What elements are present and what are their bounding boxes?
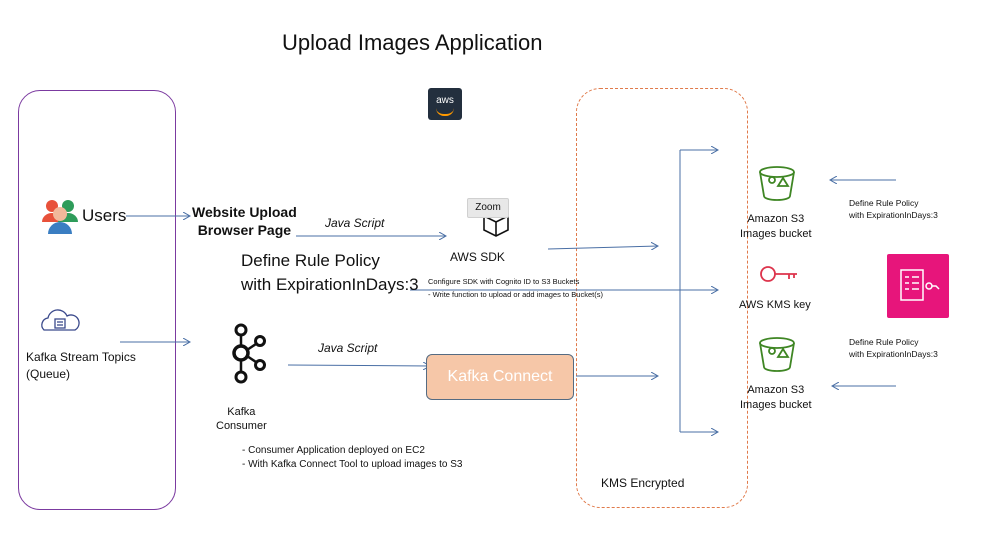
s3-bottom-line2: Images bucket [740,399,812,411]
website-line1: Website Upload [192,204,297,220]
s3-top-line1: Amazon S3 [747,213,805,225]
java-script-label-bottom: Java Script [318,341,378,355]
cloud-queue-icon [41,309,80,331]
aws-sdk-label: AWS SDK [450,250,505,264]
s3-bucket-top-icon [759,166,795,201]
kafka-logo-icon [232,323,266,384]
arrow-consumer-to-connect [287,365,430,366]
rule-policy-top: Define Rule Policy with ExpirationInDays… [849,197,938,221]
rule-policy-main-line1: Define Rule Policy [241,251,380,270]
sources-panel [18,90,176,510]
users-icon [42,200,78,234]
rule-policy-main-line2: with ExpirationInDays:3 [241,275,419,294]
kms-encrypted-label: KMS Encrypted [601,476,685,490]
sdk-notes: Configure SDK with Cognito ID to S3 Buck… [428,275,603,301]
diagram-title: Upload Images Application [282,30,543,55]
rule-policy-top-line1: Define Rule Policy [849,198,919,208]
kafka-connect-box: Kafka Connect [426,354,574,400]
rule-policy-bottom-line1: Define Rule Policy [849,337,919,347]
kms-encrypted-panel [576,88,748,508]
consumer-note: - With Kafka Connect Tool to upload imag… [242,459,463,470]
users-label: Users [82,206,127,225]
website-upload-page: Website Upload Browser Page [192,203,297,239]
kafka-stream-label: Kafka Stream Topics (Queue) [26,349,136,383]
kafka-consumer-label: Kafka Consumer [216,405,267,433]
rule-policy-bottom-line2: with ExpirationInDays:3 [849,349,938,359]
kafka-stream-line1: Kafka Stream Topics [26,350,136,364]
aws-logo-icon: aws [428,88,462,120]
arrow-sdk-to-kms [547,246,658,249]
policy-document-icon [887,254,949,318]
kms-key-label: AWS KMS key [739,299,811,311]
kms-key-icon [760,266,797,282]
s3-bottom-label: Amazon S3 Images bucket [740,383,812,413]
sdk-note: Configure SDK with Cognito ID to S3 Buck… [428,277,580,286]
rule-policy-bottom: Define Rule Policy with ExpirationInDays… [849,336,938,360]
s3-bottom-line1: Amazon S3 [747,384,805,396]
sdk-note: - Write function to upload or add images… [428,290,603,299]
consumer-notes: - Consumer Application deployed on EC2 -… [242,444,463,472]
zoom-tooltip[interactable]: Zoom [467,198,509,218]
rule-policy-top-line2: with ExpirationInDays:3 [849,210,938,220]
kafka-consumer-line1: Kafka [227,406,256,418]
kafka-consumer-line2: Consumer [216,420,267,432]
website-line2: Browser Page [197,222,292,238]
java-script-label-top: Java Script [325,216,385,230]
aws-logo-text: aws [436,95,454,106]
s3-top-line2: Images bucket [740,228,812,240]
s3-top-label: Amazon S3 Images bucket [740,212,812,242]
kafka-stream-line2: (Queue) [26,367,71,381]
rule-policy-main: Define Rule Policy with ExpirationInDays… [241,249,419,297]
s3-bucket-bottom-icon [759,337,795,372]
consumer-note: - Consumer Application deployed on EC2 [242,445,425,456]
